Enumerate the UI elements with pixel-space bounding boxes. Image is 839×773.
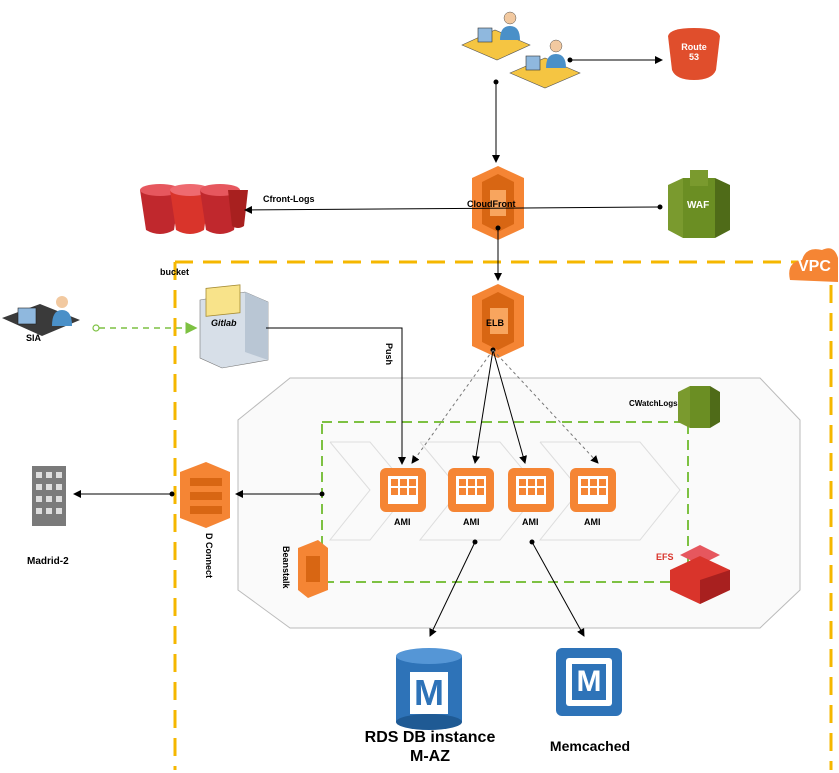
efs-label: EFS bbox=[656, 552, 674, 562]
cfront-logs-label: Cfront-Logs bbox=[263, 194, 315, 204]
connectors bbox=[73, 56, 663, 637]
sia-to-gitlab-connector bbox=[92, 322, 198, 334]
beanstalk-label: Beanstalk bbox=[281, 546, 291, 589]
building-icon bbox=[32, 466, 66, 526]
sia-label: SIA bbox=[26, 333, 42, 343]
ami-label: AMI bbox=[463, 517, 480, 527]
rds-database-icon bbox=[396, 648, 462, 730]
dconnect-label: D Connect bbox=[204, 533, 214, 578]
push-label: Push bbox=[384, 343, 394, 366]
waf-label: WAF bbox=[687, 200, 710, 211]
efs-icon bbox=[670, 545, 730, 604]
rds-icon-letter: M bbox=[414, 672, 444, 713]
memcached-icon-letter: M bbox=[576, 665, 602, 698]
cloudfront-label: CloudFront bbox=[467, 199, 516, 209]
ami-label: AMI bbox=[522, 517, 539, 527]
gitlab-label: Gitlab bbox=[211, 318, 237, 328]
users-icon bbox=[461, 11, 581, 89]
memcached-label: Memcached bbox=[549, 738, 631, 754]
ami-icon bbox=[508, 468, 554, 512]
vpc-label: VPC bbox=[798, 258, 831, 275]
route53-icon bbox=[668, 28, 720, 80]
cloudwatch-logs-icon bbox=[678, 386, 720, 428]
rds-label-line1: RDS DB instance bbox=[364, 729, 496, 746]
cwatch-logs-label: CWatchLogs bbox=[629, 399, 678, 408]
ami-label: AMI bbox=[394, 517, 411, 527]
vpc-cloud-icon bbox=[789, 248, 838, 282]
ami-icon bbox=[380, 468, 426, 512]
s3-bucket-icon bbox=[140, 184, 248, 234]
sia-workstation-icon bbox=[2, 296, 80, 336]
ami-icon bbox=[448, 468, 494, 512]
bucket-label: bucket bbox=[160, 267, 190, 277]
direct-connect-icon bbox=[180, 462, 230, 528]
elb-label: ELB bbox=[486, 318, 504, 328]
waf-icon bbox=[668, 170, 730, 238]
ami-label: AMI bbox=[584, 517, 601, 527]
vpc-boundary bbox=[173, 260, 833, 770]
beanstalk-icon bbox=[298, 540, 328, 598]
madrid-label: Madrid-2 bbox=[27, 556, 69, 567]
elb-icon bbox=[472, 284, 524, 358]
beanstalk-environment-box bbox=[321, 421, 689, 583]
rds-label-line2: M-AZ bbox=[410, 748, 450, 765]
cloudfront-icon bbox=[472, 166, 524, 240]
route53-label: Route 53 bbox=[681, 42, 707, 62]
ami-icon bbox=[570, 468, 616, 512]
gitlab-server-icon bbox=[199, 284, 269, 369]
memcached-icon bbox=[556, 648, 622, 716]
